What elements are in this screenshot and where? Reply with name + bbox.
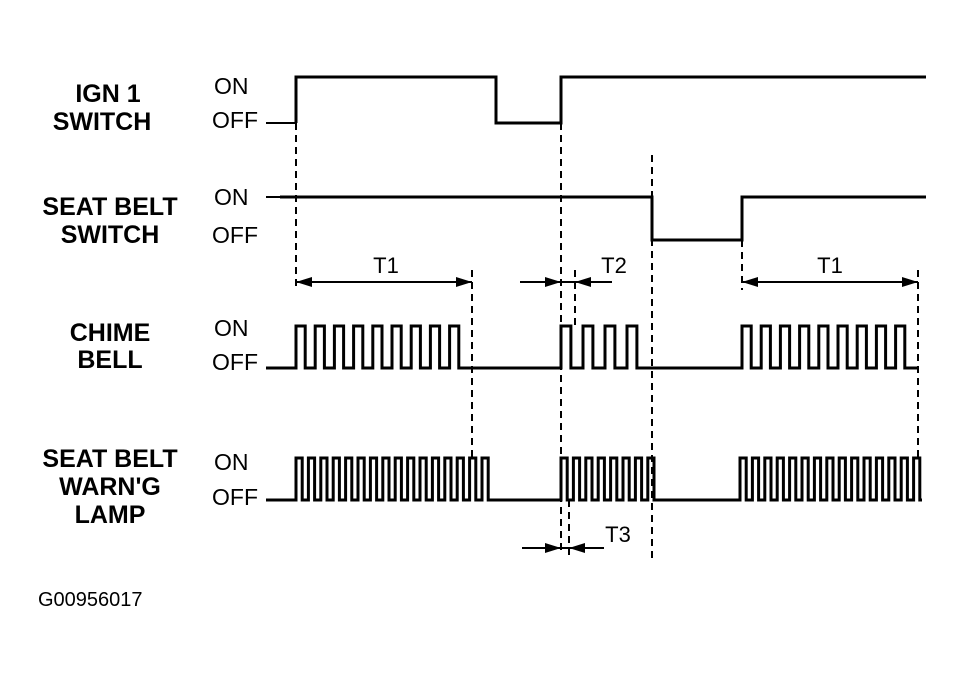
t2-arrow-left [545,277,561,287]
warning-lamp-waveform [266,456,922,502]
t3-label: T3 [605,522,631,547]
t2-label: T2 [601,253,627,278]
figure-id: G00956017 [38,589,143,611]
seatbelt-switch-label-line2: SWITCH [61,221,160,249]
lamp-label-line2: WARN'G [59,473,161,501]
chime-on-label: ON [214,315,249,341]
t1-left-arrow-end [456,277,472,287]
seatbelt-switch-label-line1: SEAT BELT [42,193,177,221]
t1-right-label: T1 [817,253,843,278]
lamp-label-line1: SEAT BELT [42,445,177,473]
t1-left-arrow-start [296,277,312,287]
ign-switch-label-line2: SWITCH [53,108,152,136]
ign-off-label: OFF [212,107,258,133]
chime-bell-label-line1: CHIME [70,319,151,347]
t1-right-arrow-end [902,277,918,287]
chime-bell-waveform [266,324,918,370]
ign-switch-label-line1: IGN 1 [75,80,140,108]
chime-off-label: OFF [212,349,258,375]
t3-arrow-right [569,543,585,553]
chime-bell-label-line2: BELL [77,346,142,374]
seatbelt-switch-off-label: OFF [212,222,258,248]
t1-left-label: T1 [373,253,399,278]
seatbelt-switch-waveform [280,195,926,242]
t1-right-arrow-start [742,277,758,287]
t3-arrow-left [545,543,561,553]
lamp-on-label: ON [214,449,249,475]
lamp-label-line3: LAMP [75,501,146,529]
seatbelt-switch-on-label: ON [214,184,249,210]
t2-arrow-right [575,277,591,287]
lamp-off-label: OFF [212,484,258,510]
ign-switch-waveform [294,75,926,125]
ign-on-label: ON [214,73,249,99]
